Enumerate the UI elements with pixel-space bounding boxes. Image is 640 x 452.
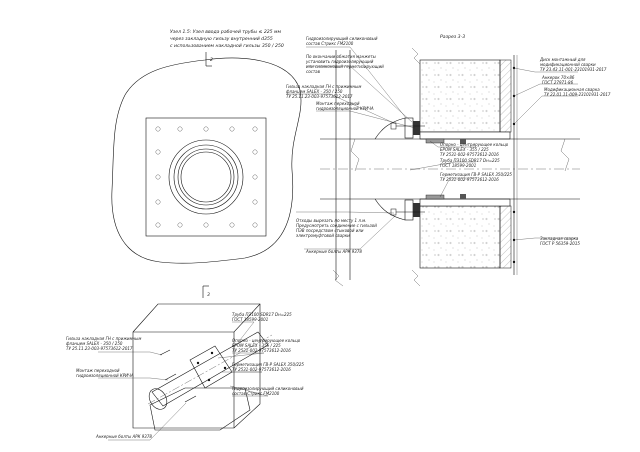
svg-text:или силиконовый герметизирующи: или силиконовый герметизирующий xyxy=(306,64,384,69)
svg-text:Труба ПЭ100 SDR17 Dн=225: Труба ПЭ100 SDR17 Dн=225 xyxy=(232,312,292,317)
callout-pipe: Труба ПЭ100 SDR17 Dн=225 ГОСТ 18599-2001 xyxy=(440,158,500,168)
section-mark-bottom-label: 3 xyxy=(207,292,210,298)
callout-overlay-sleeve: Гильза накладная ГН с прижимным фланцем … xyxy=(286,84,361,99)
callout-anchor: Анкерок 70×86 ГОСТ 27971-86 xyxy=(541,75,575,85)
svg-text:модификационной сварки: модификационной сварки xyxy=(540,62,596,67)
svg-text:ГОСТ Р 56359-2015: ГОСТ Р 56359-2015 xyxy=(540,241,580,246)
svg-text:Отходы вырезать по месту 1 л.: Отходы вырезать по месту 1 л.м. xyxy=(296,218,366,223)
svg-text:Закладная сварка: Закладная сварка xyxy=(540,236,579,241)
svg-text:установить гидроизолирующий: установить гидроизолирующий xyxy=(305,59,374,64)
iso-callout-anchor-bolts: Анкерные болты АРК 9378 xyxy=(95,434,152,439)
svg-text:ГОСТ 27971-86: ГОСТ 27971-86 xyxy=(542,80,574,85)
title-line-2: через закладную гильзу внутренний d355 xyxy=(170,36,273,42)
iso-callout-overlay-sleeve: Гильза накладная ГН с прижимным фланцем … xyxy=(66,336,141,351)
section-title: Разрез 3-3 xyxy=(440,34,465,40)
svg-text:Анкерные болты АРК 9378: Анкерные болты АРК 9378 xyxy=(305,249,362,254)
svg-text:состав: состав xyxy=(306,69,321,74)
svg-text:ПЭВ посредством стыковой или: ПЭВ посредством стыковой или xyxy=(296,228,364,233)
callout-transition-waterproofing: Монтаж переходной гидроизоляционной КРИЧ… xyxy=(316,101,374,111)
iso-callouts: Труба ПЭ100 SDR17 Dн=225 ГОСТ 18599-2001… xyxy=(66,312,304,439)
svg-text:Гильза накладная ГН с прижимны: Гильза накладная ГН с прижимным xyxy=(286,84,361,89)
svg-text:ТУ 2531-002-97573612-2016: ТУ 2531-002-97573612-2016 xyxy=(440,152,499,157)
svg-text:Герметизация ГВ-Р SALEX 350: Герметизация ГВ-Р SALEX 350/225 xyxy=(232,362,304,367)
svg-text:фланцем SALEX - 350 / 250: фланцем SALEX - 350 / 250 xyxy=(286,89,343,94)
svg-text:ГОСТ 18599-2001: ГОСТ 18599-2001 xyxy=(440,163,476,168)
svg-text:EPOM SALEX - 355 / 225: EPOM SALEX - 355 / 225 xyxy=(440,147,489,152)
title-line-3: с использованием накладной гильзы 350 / … xyxy=(170,43,284,49)
svg-text:ТУ 25.11.23-003-97573612-2017: ТУ 25.11.23-003-97573612-2017 xyxy=(66,346,133,351)
svg-text:Диск монтажный для: Диск монтажный для xyxy=(539,57,586,62)
callout-seal: Герметизация ГВ-Р SALEX 350/225 ТУ 2531-… xyxy=(440,172,512,182)
svg-text:ТУ 2531-002-97573612-2016: ТУ 2531-002-97573612-2016 xyxy=(232,348,291,353)
section-mark-top: 2 xyxy=(205,52,213,67)
svg-text:EPOM SALEX - 355 / 225: EPOM SALEX - 355 / 225 xyxy=(232,343,281,348)
node-title: Узел 1.5: Узел ввода рабочей трубы ≤ 225… xyxy=(170,29,284,49)
iso-callout-seal: Герметизация ГВ-Р SALEX 350/225 ТУ 2531-… xyxy=(232,362,304,372)
callout-anchor-bolts: Анкерные болты АРК 9378 xyxy=(305,249,362,254)
iso-callout-sealant: Гидроизолирующий силиконовый состав Стри… xyxy=(232,386,304,396)
svg-text:состав Стрикс FM2100: состав Стрикс FM2100 xyxy=(232,391,280,396)
isometric-view xyxy=(98,303,273,441)
section-view: Разрез 3-3 xyxy=(286,34,580,287)
callout-sealant: Гидроизолирующий силиконовый состав Стри… xyxy=(306,36,378,46)
iso-callout-transition-waterproofing: Монтаж переходной гидроизоляционной КРИЧ… xyxy=(76,368,134,378)
svg-text:гидроизоляционной КРИЧА: гидроизоляционной КРИЧА xyxy=(76,373,134,378)
svg-text:Модификационная сварка: Модификационная сварка xyxy=(544,87,600,92)
svg-text:Монтаж переходной: Монтаж переходной xyxy=(76,368,120,373)
callout-mount-disk: Диск монтажный для модификационной сварк… xyxy=(539,57,607,72)
svg-text:электромуфтовой сварки: электромуфтовой сварки xyxy=(296,233,350,238)
svg-text:ТУ 25.11.23-003-97573612-2017: ТУ 25.11.23-003-97573612-2017 xyxy=(286,94,353,99)
svg-text:ТУ 2531-002-97573612-2016: ТУ 2531-002-97573612-2016 xyxy=(232,367,291,372)
iso-callout-centering-ring: Опорно - центрирующее кольцо EPOM SALEX … xyxy=(232,338,301,353)
callout-embedded-weld: Закладная сварка ГОСТ Р 56359-2015 xyxy=(540,236,580,246)
svg-text:Гидроизолирующий силиконовый: Гидроизолирующий силиконовый xyxy=(232,386,304,391)
svg-text:Гидроизолирующий силиконовый: Гидроизолирующий силиконовый xyxy=(306,36,378,41)
section-mark-top-label: 2 xyxy=(210,57,213,63)
svg-text:Анкерные болты АРК 9378: Анкерные болты АРК 9378 xyxy=(95,434,152,439)
svg-text:Опорно - центрирующее кольцо: Опорно - центрирующее кольцо xyxy=(232,338,301,343)
callout-centering-ring: Опорно - центрирующее кольцо EPOM SALEX … xyxy=(440,142,509,157)
svg-text:Опорно - центрирующее кольцо: Опорно - центрирующее кольцо xyxy=(440,142,509,147)
svg-text:ТУ 23.43.11-001-23101931-2017: ТУ 23.43.11-001-23101931-2017 xyxy=(540,67,607,72)
svg-text:состав Стрикс FM2100: состав Стрикс FM2100 xyxy=(306,41,354,46)
svg-text:ГОСТ 18599-2001: ГОСТ 18599-2001 xyxy=(232,317,268,322)
iso-callout-pipe: Труба ПЭ100 SDR17 Dн=225 ГОСТ 18599-2001 xyxy=(232,312,292,322)
svg-text:ТУ 2531-002-97573612-2016: ТУ 2531-002-97573612-2016 xyxy=(440,177,499,182)
svg-text:По окончании обжатия манжеты: По окончании обжатия манжеты xyxy=(306,54,376,59)
svg-text:Гильза накладная ГН с прижимны: Гильза накладная ГН с прижимным xyxy=(66,336,141,341)
svg-text:Предусмотреть соединение с гил: Предусмотреть соединение с гильзой xyxy=(296,223,377,228)
callout-modification-weld: Модификационная сварка ТУ 22.01.11-009-2… xyxy=(544,87,611,97)
iso-leaders xyxy=(98,321,269,441)
svg-text:Герметизация ГВ-Р SALEX 350: Герметизация ГВ-Р SALEX 350/225 xyxy=(440,172,512,177)
title-line-1: Узел 1.5: Узел ввода рабочей трубы ≤ 225… xyxy=(170,29,282,35)
section-leaders xyxy=(286,46,578,250)
plan-bolt-holes xyxy=(155,126,258,228)
svg-text:Труба ПЭ100 SDR17 Dн=225: Труба ПЭ100 SDR17 Dн=225 xyxy=(440,158,500,163)
section-mark-bottom: 3 xyxy=(202,285,210,298)
section-callouts: Гидроизолирующий силиконовый состав Стри… xyxy=(286,36,611,254)
callout-after-compression: По окончании обжатия манжеты установить … xyxy=(305,54,384,74)
svg-text:Монтаж переходной: Монтаж переходной xyxy=(316,101,360,106)
svg-text:гидроизоляционной КРИЧА: гидроизоляционной КРИЧА xyxy=(316,106,374,111)
svg-text:фланцем SALEX - 350 / 250: фланцем SALEX - 350 / 250 xyxy=(66,341,123,346)
plan-view: 2 3 xyxy=(111,52,302,298)
callout-offcut: Отходы вырезать по месту 1 л.м. Предусмо… xyxy=(296,218,377,238)
svg-text:Анкерок 70×86: Анкерок 70×86 xyxy=(541,75,575,80)
svg-text:ТУ 22.01.11-009-23101931-2017: ТУ 22.01.11-009-23101931-2017 xyxy=(544,92,611,97)
